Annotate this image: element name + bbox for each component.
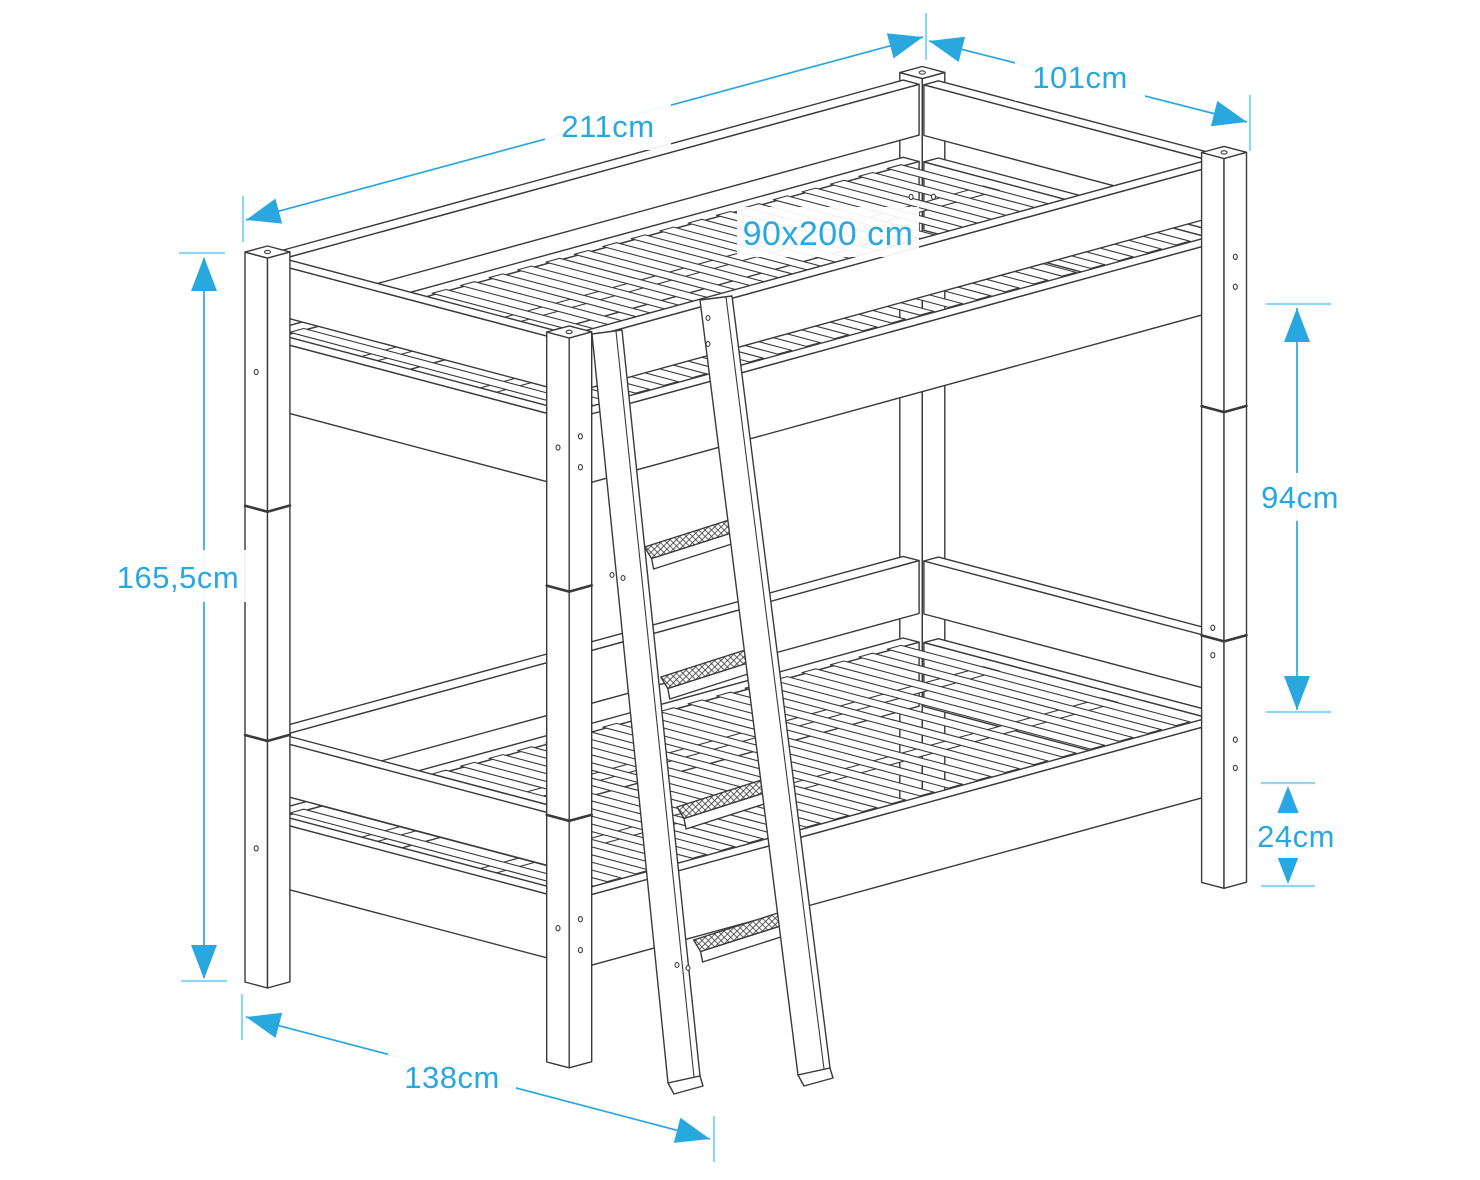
ladder-drawing — [591, 295, 834, 1095]
dimension-label-width: 101cm — [1032, 60, 1128, 95]
dimension-total-height: 165,5cm — [108, 251, 248, 983]
screw-hole — [577, 464, 583, 471]
post-joint — [545, 584, 593, 593]
ladder-screw-hole — [685, 965, 691, 971]
label-background — [1015, 51, 1145, 101]
ladder-foot — [797, 1067, 834, 1087]
ladder-screw-hole — [705, 315, 711, 321]
ladder-left-rail-edge — [615, 330, 695, 1078]
label-background — [545, 100, 671, 150]
screw-hole — [918, 70, 926, 75]
arrowhead — [1284, 676, 1310, 710]
dimension-label-clearance: 94cm — [1261, 480, 1339, 515]
ladder-screw-hole — [609, 572, 615, 578]
arrowhead — [929, 36, 966, 62]
post-front-face — [266, 251, 291, 989]
screw-hole — [1232, 764, 1238, 772]
ladder-screw-hole — [705, 341, 711, 347]
label-background — [737, 207, 919, 257]
screw-hole — [930, 193, 937, 200]
dimension-label-total-height: 165,5cm — [117, 560, 239, 595]
mattress-size-label: 90x200 cm — [743, 215, 914, 253]
dimension-label-base-height: 24cm — [1257, 819, 1335, 854]
screw-hole — [253, 368, 259, 376]
dimension-clearance: 94cm — [1253, 302, 1347, 714]
screw-hole — [565, 329, 573, 335]
screw-hole — [1232, 283, 1238, 290]
ladder-screw-hole — [674, 962, 680, 968]
post-front-face — [1223, 151, 1248, 889]
screw-hole — [253, 845, 259, 852]
arrowhead — [1284, 308, 1310, 342]
screw-hole — [555, 444, 561, 451]
screw-hole — [555, 925, 561, 932]
ladder-screw-hole — [620, 575, 626, 581]
label-background — [1251, 813, 1341, 858]
label-background — [388, 1051, 516, 1101]
post-left-face — [1200, 151, 1225, 889]
dimension-width: 101cm — [928, 36, 1252, 151]
post-joint — [545, 813, 593, 823]
dimension-depth: 138cm — [240, 994, 716, 1162]
screw-hole — [577, 433, 583, 440]
arrowhead — [246, 1012, 283, 1038]
arrowhead — [1210, 101, 1247, 127]
arrowhead — [886, 33, 923, 59]
screw-hole — [908, 193, 914, 201]
dimension-label-length: 211cm — [561, 109, 654, 144]
post-left-face — [244, 251, 269, 989]
arrowhead — [191, 945, 217, 979]
arrowhead — [1277, 856, 1299, 884]
arrowhead — [673, 1117, 710, 1143]
dimension-length: 211cm — [241, 13, 928, 242]
post-joint — [1200, 633, 1248, 643]
label-background — [108, 550, 248, 602]
dimension-label-depth: 138cm — [404, 1060, 500, 1095]
screw-hole — [1210, 652, 1216, 659]
screw-hole — [1210, 624, 1216, 631]
screw-hole — [1232, 253, 1238, 260]
screw-hole — [1220, 150, 1228, 155]
ladder-right-rail-edge — [725, 296, 825, 1070]
arrowhead — [246, 198, 283, 224]
ladder-foot — [667, 1075, 704, 1095]
mattress-size-annotation: 90x200 cm — [737, 207, 919, 257]
post-left-face — [546, 331, 570, 1069]
screw-hole — [577, 916, 583, 923]
screw-hole — [577, 946, 583, 954]
post-joint — [243, 733, 292, 743]
screw-hole — [1232, 736, 1238, 743]
post-front-face — [568, 331, 593, 1069]
arrowhead — [191, 257, 217, 291]
post-joint — [243, 504, 292, 513]
post-joint — [1200, 404, 1248, 414]
arrowhead — [1277, 786, 1299, 814]
label-background — [1253, 473, 1347, 521]
dimension-base-height: 24cm — [1251, 781, 1341, 888]
screw-hole — [263, 249, 272, 255]
